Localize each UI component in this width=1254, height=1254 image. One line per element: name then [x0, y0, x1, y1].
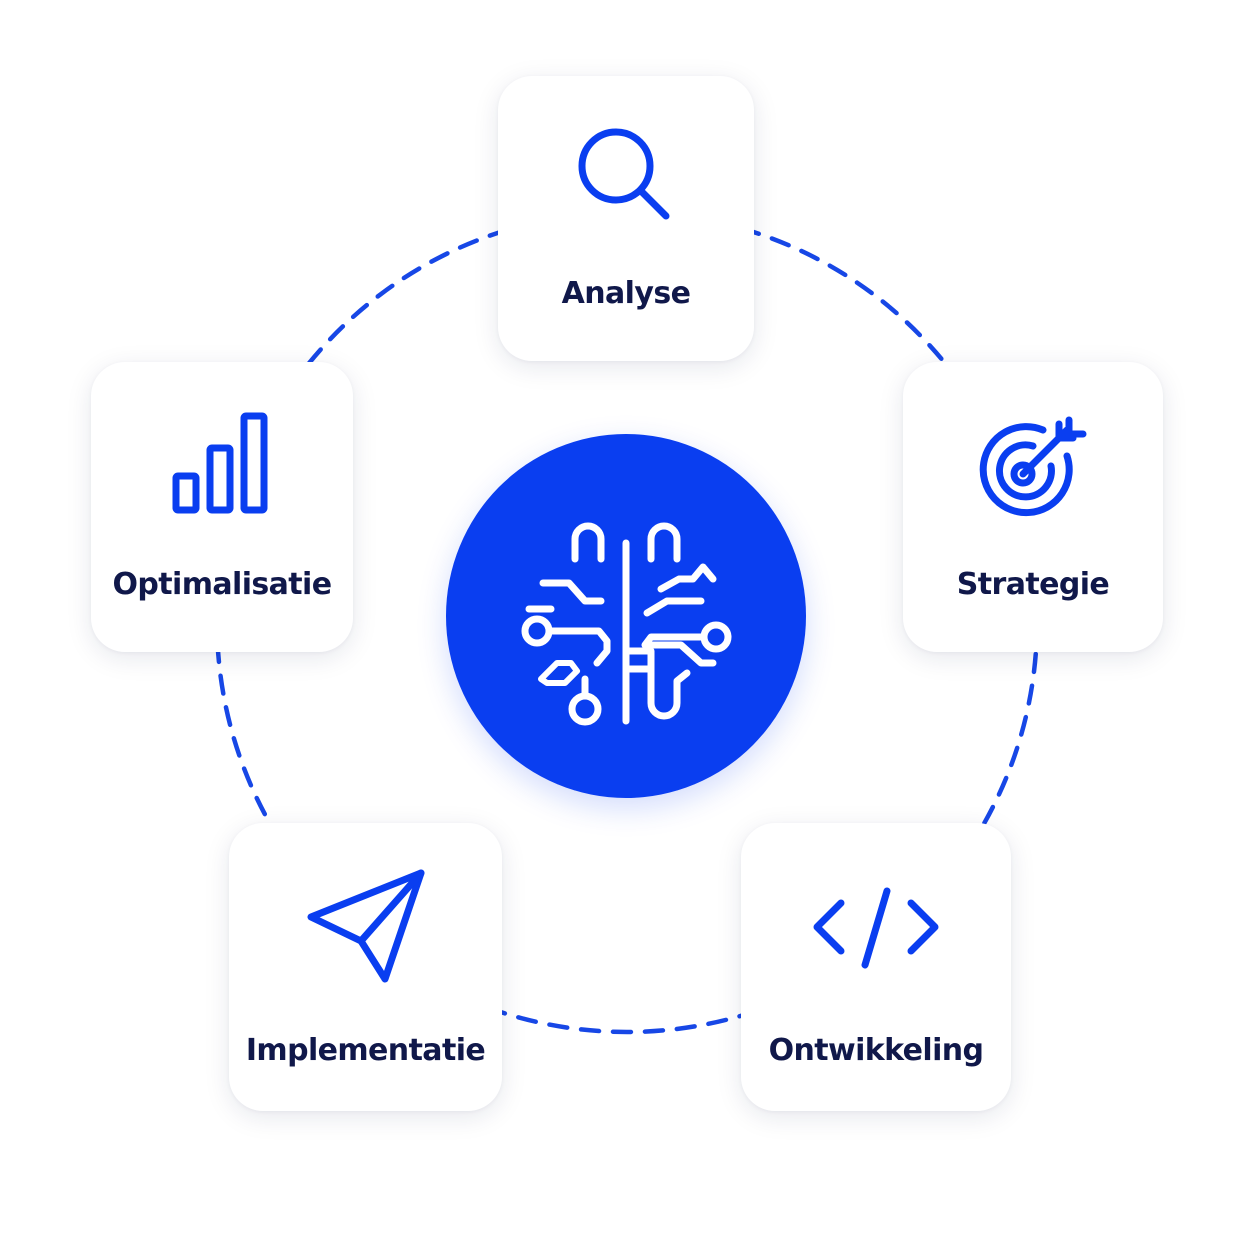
step-label-ontwikkeling: Ontwikkeling [768, 1033, 984, 1068]
step-label-strategie: Strategie [956, 567, 1110, 602]
brain-circuit-icon [521, 522, 732, 726]
step-card-analyse: Analyse [498, 76, 754, 361]
center-hub [446, 434, 806, 798]
bar-chart-icon [172, 412, 268, 514]
code-brackets-icon [813, 887, 939, 969]
step-label-optimalisatie: Optimalisatie [112, 567, 333, 602]
target-arrow-icon [979, 416, 1087, 517]
step-label-analyse: Analyse [561, 276, 691, 311]
step-card-implementatie: Implementatie [229, 823, 502, 1111]
step-label-implementatie: Implementatie [245, 1033, 486, 1068]
paper-plane-icon [307, 869, 424, 983]
magnifier-icon [578, 128, 670, 220]
step-card-optimalisatie: Optimalisatie [91, 362, 353, 652]
step-card-ontwikkeling: Ontwikkeling [741, 823, 1011, 1111]
step-card-strategie: Strategie [903, 362, 1163, 652]
